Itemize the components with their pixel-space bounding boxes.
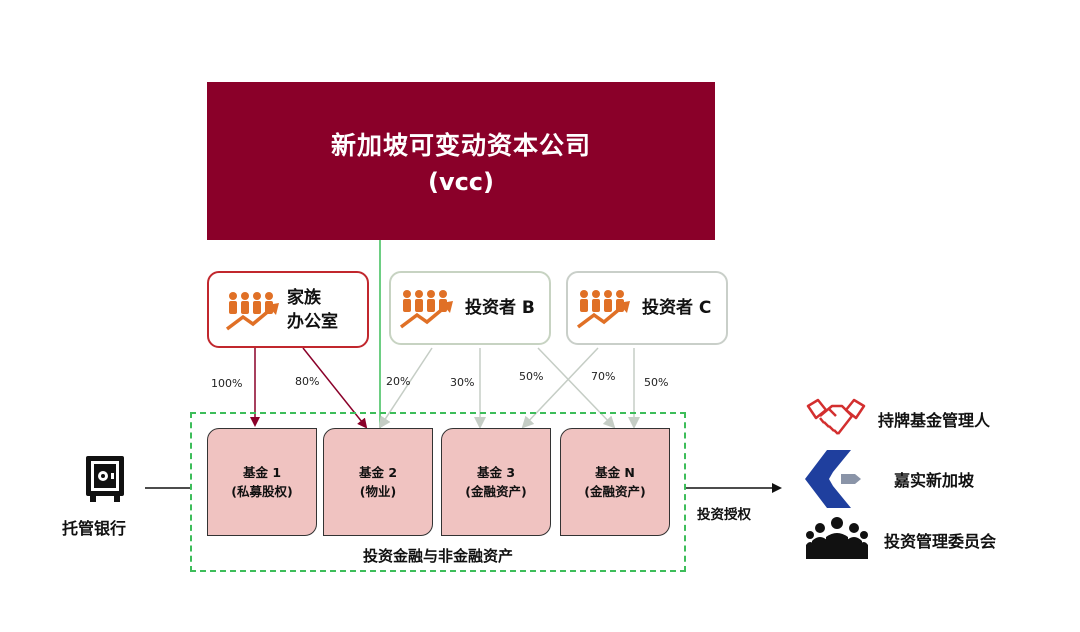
role-label-committee: 投资管理委员会 [884,532,997,551]
investor-label: 投资者 B [465,298,535,318]
custodian-label: 托管银行 [62,519,127,538]
company-logo [805,450,861,508]
allocation-label: 20% [386,375,411,388]
investor-family-office: 家族 办公室 [207,271,369,348]
assets-label: 投资金融与非金融资产 [362,547,513,565]
role-label-manager: 持牌基金管理人 [878,411,991,430]
investor-b: 投资者 B [389,271,551,345]
investor-label: 投资者 C [642,298,712,318]
investor-c: 投资者 C [566,271,728,345]
fund-name: 基金 3 [476,465,516,480]
fund-box: 基金 1 (私募股权) [207,428,317,536]
authorization-label: 投资授权 [697,507,751,523]
committee-icon [806,517,868,559]
fund-box: 基金 2 (物业) [323,428,433,536]
investors-growth-icon [576,290,630,329]
allocation-label: 50% [519,370,544,383]
investors-growth-icon [225,291,279,330]
role-label-company: 嘉实新加坡 [894,471,975,490]
allocation-label: 30% [450,376,475,389]
vcc-box: 新加坡可变动资本公司 (vcc) [207,82,715,240]
fund-desc: (私募股权) [231,484,293,499]
handshake-icon [806,398,866,435]
fund-name: 基金 1 [242,465,282,480]
fund-name: 基金 2 [358,465,398,480]
fund-box: 基金 3 (金融资产) [441,428,551,536]
investors-growth-icon [399,290,453,329]
fund-name: 基金 N [595,465,635,480]
vcc-subtitle: (vcc) [427,168,495,196]
investor-label-line1: 家族 [287,287,321,308]
fund-box: 基金 N (金融资产) [560,428,670,536]
allocation-label: 100% [211,377,243,390]
safe-icon [86,456,124,502]
fund-group-container [190,412,686,572]
allocation-label: 50% [644,376,669,389]
allocation-label: 80% [295,375,320,388]
fund-desc: (金融资产) [465,484,527,499]
allocation-label: 70% [591,370,616,383]
fund-desc: (金融资产) [584,484,646,499]
fund-desc: (物业) [359,484,397,499]
investor-label-line2: 办公室 [287,311,338,332]
vcc-title: 新加坡可变动资本公司 [330,131,591,160]
